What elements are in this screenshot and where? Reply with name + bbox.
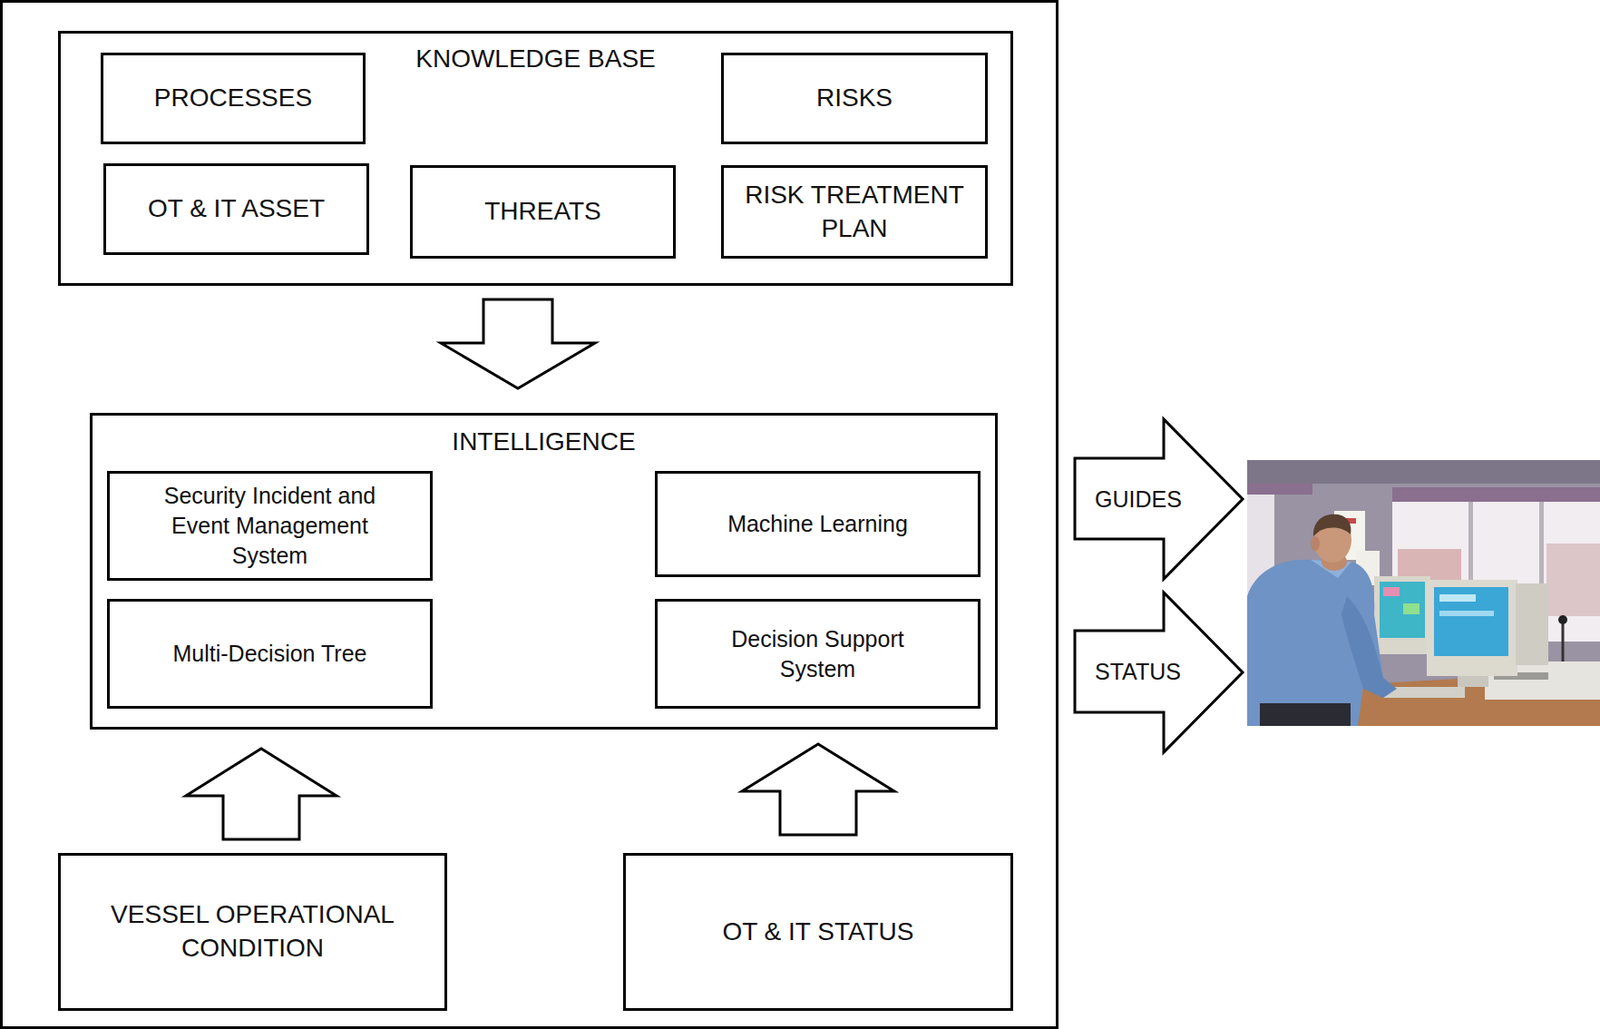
process-box: Decision Support System bbox=[654, 598, 981, 709]
process-box: VESSEL OPERATIONAL CONDITION bbox=[58, 852, 448, 1011]
photo-outside-building bbox=[1546, 543, 1600, 616]
photo-left-blind bbox=[1247, 483, 1313, 495]
process-box: Multi-Decision Tree bbox=[107, 598, 433, 709]
box-label: OT & IT ASSET bbox=[147, 192, 325, 226]
group-heading: INTELLIGENCE bbox=[92, 426, 996, 458]
group-box: INTELLIGENCE Security Incident and Event … bbox=[89, 412, 998, 730]
photo-screen-detail bbox=[1439, 610, 1494, 616]
box-label: Decision Support System bbox=[713, 624, 923, 684]
box-label: Machine Learning bbox=[727, 508, 908, 539]
box-label: RISK TREATMENT PLAN bbox=[730, 178, 979, 246]
block-arrow bbox=[440, 299, 596, 389]
photo-man-trousers bbox=[1259, 702, 1351, 726]
photo-screen-detail bbox=[1439, 594, 1476, 602]
control-room-photo bbox=[1247, 459, 1600, 726]
arrow-label: GUIDES bbox=[1094, 485, 1182, 513]
guides-block-arrow bbox=[1074, 419, 1243, 579]
box-label: PROCESSES bbox=[154, 81, 313, 116]
photo-screen-left bbox=[1379, 581, 1425, 638]
box-label: Multi-Decision Tree bbox=[173, 638, 368, 669]
photo-microphone-stem bbox=[1561, 623, 1565, 662]
process-box: Security Incident and Event Management S… bbox=[107, 470, 433, 581]
box-label: OT & IT STATUS bbox=[721, 915, 914, 949]
process-box: OT & IT STATUS bbox=[623, 852, 1014, 1011]
photo-man-hair bbox=[1313, 514, 1352, 537]
process-box: Machine Learning bbox=[654, 470, 981, 577]
block-arrow bbox=[741, 743, 895, 835]
box-label: RISKS bbox=[816, 81, 893, 116]
photo-monitor-right bbox=[1426, 579, 1518, 676]
photo-monitor-stand bbox=[1457, 675, 1489, 687]
group-box: KNOWLEDGE BASEPROCESSESRISKSOT & IT ASSE… bbox=[58, 30, 1014, 286]
photo-screen-detail bbox=[1403, 603, 1420, 615]
photo-ceiling bbox=[1247, 459, 1600, 484]
process-box: PROCESSES bbox=[100, 52, 366, 145]
photo-man-arm bbox=[1341, 595, 1397, 698]
process-box: OT & IT ASSET bbox=[103, 163, 370, 255]
box-label: Security Incident and Event Management S… bbox=[147, 480, 393, 571]
photo-wall bbox=[1247, 459, 1600, 726]
status-block-arrow bbox=[1074, 592, 1243, 752]
block-arrow bbox=[185, 748, 337, 840]
photo-microphone-head bbox=[1558, 614, 1568, 625]
box-label: VESSEL OPERATIONAL CONDITION bbox=[80, 897, 426, 966]
photo-screen-right bbox=[1434, 586, 1509, 656]
photo-window-blind bbox=[1392, 487, 1600, 502]
photo-monitor-left bbox=[1374, 575, 1431, 654]
process-box: RISK TREATMENT PLAN bbox=[721, 165, 988, 259]
photo-screen-detail bbox=[1383, 586, 1400, 596]
photo-man-ear bbox=[1310, 536, 1320, 551]
photo-monitor-back bbox=[1515, 583, 1549, 665]
process-box: RISKS bbox=[721, 52, 988, 145]
box-label: THREATS bbox=[484, 195, 602, 229]
process-box: THREATS bbox=[409, 165, 676, 259]
arrow-label: STATUS bbox=[1094, 657, 1181, 685]
